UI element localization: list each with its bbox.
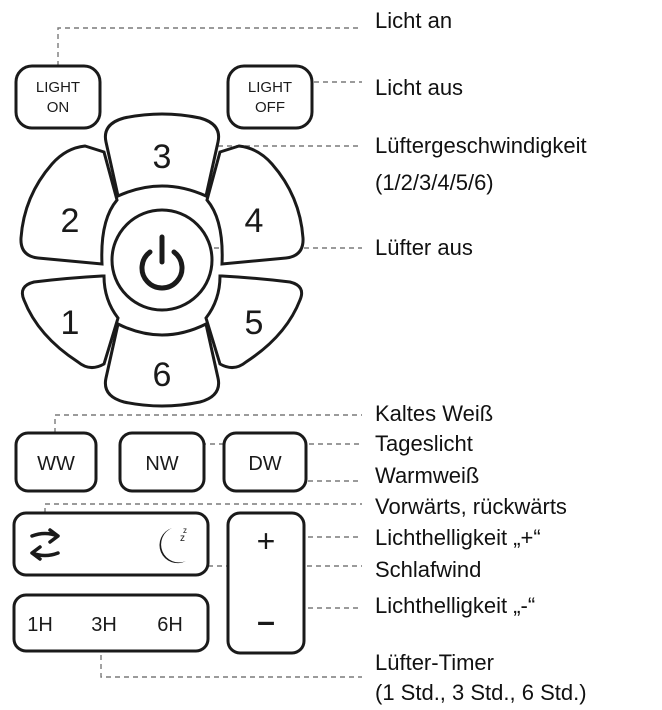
label-licht-plus: Lichthelligkeit „+“ bbox=[375, 525, 541, 550]
annotation-labels: Licht an Licht aus Lüftergeschwindigkeit… bbox=[375, 8, 587, 705]
label-warmweiss: Warmweiß bbox=[375, 463, 479, 488]
brightness-minus-label: – bbox=[257, 603, 275, 639]
timer-3h-label: 3H bbox=[91, 614, 117, 636]
timer-1h-button[interactable]: 1H bbox=[27, 614, 53, 636]
brightness-plus-button[interactable]: + bbox=[232, 517, 300, 581]
leader-vorwaerts bbox=[44, 503, 362, 522]
leader-kaltes-weiss bbox=[54, 414, 362, 433]
speed-button-6[interactable]: 6 bbox=[103, 321, 221, 408]
label-tageslicht: Tageslicht bbox=[375, 431, 473, 456]
label-luefter-speed: Lüftergeschwindigkeit bbox=[375, 133, 587, 158]
speed-2-label: 2 bbox=[61, 202, 80, 240]
brightness-control: + – bbox=[226, 511, 306, 655]
speed-6-label: 6 bbox=[153, 356, 172, 394]
nw-label: NW bbox=[145, 453, 178, 475]
label-luefter-speed-values: (1/2/3/4/5/6) bbox=[375, 170, 494, 195]
light-on-button[interactable]: LIGHT ON bbox=[14, 64, 102, 130]
light-off-line1: LIGHT bbox=[248, 79, 292, 96]
timer-1h-label: 1H bbox=[27, 614, 53, 636]
reverse-arrows-icon bbox=[30, 528, 60, 561]
ww-button[interactable]: WW bbox=[14, 431, 98, 493]
brightness-frame bbox=[226, 511, 306, 655]
speed-1-label: 1 bbox=[61, 304, 80, 342]
speed-button-2[interactable]: 2 bbox=[19, 144, 119, 266]
power-icon bbox=[139, 234, 185, 291]
dw-label: DW bbox=[248, 453, 281, 475]
dw-button[interactable]: DW bbox=[222, 431, 308, 493]
speed-4-label: 4 bbox=[245, 202, 264, 240]
timer-3h-button[interactable]: 3H bbox=[91, 614, 117, 636]
svg-text:z: z bbox=[183, 526, 187, 535]
timer-6h-button[interactable]: 6H bbox=[157, 614, 183, 636]
light-on-line1: LIGHT bbox=[36, 79, 80, 96]
light-off-line2: OFF bbox=[255, 99, 285, 116]
brightness-minus-button[interactable]: – bbox=[232, 585, 300, 649]
label-licht-minus: Lichthelligkeit „-“ bbox=[375, 593, 535, 618]
reverse-sleep-bar: z z bbox=[12, 511, 210, 577]
moon-sleep-icon: z z bbox=[159, 526, 187, 564]
fan-off-button[interactable] bbox=[110, 208, 214, 312]
ww-label: WW bbox=[37, 453, 75, 475]
speed-5-label: 5 bbox=[245, 304, 264, 342]
nw-button[interactable]: NW bbox=[118, 431, 206, 493]
leader-timer bbox=[100, 646, 362, 678]
label-timer: Lüfter-Timer bbox=[375, 650, 494, 675]
speed-button-4[interactable]: 4 bbox=[205, 144, 305, 266]
timer-6h-label: 6H bbox=[157, 614, 183, 636]
speed-button-3[interactable]: 3 bbox=[103, 112, 221, 199]
timer-bar: 1H 3H 6H bbox=[12, 593, 210, 653]
label-timer-values: (1 Std., 3 Std., 6 Std.) bbox=[375, 680, 587, 705]
reverse-sleep-frame bbox=[12, 511, 210, 577]
timer-frame bbox=[12, 593, 210, 653]
label-kaltes-weiss: Kaltes Weiß bbox=[375, 401, 493, 426]
speed-3-label: 3 bbox=[153, 138, 172, 176]
brightness-plus-label: + bbox=[257, 523, 276, 559]
svg-text:z: z bbox=[180, 533, 185, 544]
label-licht-aus: Licht aus bbox=[375, 75, 463, 100]
sleep-wind-button[interactable]: z z bbox=[159, 526, 187, 564]
light-off-button[interactable]: LIGHT OFF bbox=[226, 64, 314, 130]
speed-button-1[interactable]: 1 bbox=[20, 274, 120, 369]
reverse-button[interactable] bbox=[30, 528, 60, 561]
speed-button-5[interactable]: 5 bbox=[204, 274, 304, 369]
label-schlafwind: Schlafwind bbox=[375, 557, 481, 582]
label-licht-an: Licht an bbox=[375, 8, 452, 33]
light-on-line2: ON bbox=[47, 99, 70, 116]
label-luefter-aus: Lüfter aus bbox=[375, 235, 473, 260]
leader-licht-an bbox=[57, 27, 362, 66]
label-vorwaerts: Vorwärts, rückwärts bbox=[375, 494, 567, 519]
